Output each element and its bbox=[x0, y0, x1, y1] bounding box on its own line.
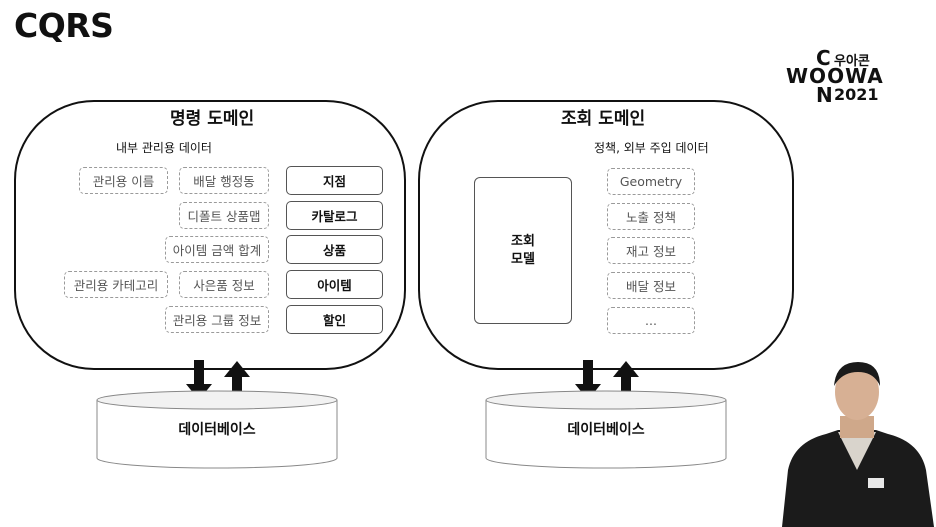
database-cylinder-right: 데이터베이스 bbox=[485, 390, 727, 470]
query-item: 배달 정보 bbox=[607, 272, 695, 299]
entity-box: 지점 bbox=[286, 166, 383, 195]
database-label: 데이터베이스 bbox=[485, 419, 727, 439]
dashed-item: 아이템 금액 합계 bbox=[165, 236, 269, 263]
command-domain-subtitle: 내부 관리용 데이터 bbox=[116, 139, 212, 156]
command-domain-title: 명령 도메인 bbox=[170, 104, 254, 129]
query-domain-title: 조회 도메인 bbox=[561, 104, 645, 129]
database-label: 데이터베이스 bbox=[96, 419, 338, 439]
query-item: ... bbox=[607, 307, 695, 334]
logo-year: 2021 bbox=[834, 85, 879, 104]
dashed-item: 관리용 이름 bbox=[79, 167, 168, 194]
query-item: Geometry bbox=[607, 168, 695, 195]
speaker-video bbox=[778, 360, 936, 527]
dashed-item: 관리용 카테고리 bbox=[64, 271, 168, 298]
query-item: 노출 정책 bbox=[607, 203, 695, 230]
dashed-item: 디폴트 상품맵 bbox=[179, 202, 269, 229]
logo-n: N bbox=[816, 83, 834, 107]
entity-box: 아이템 bbox=[286, 270, 383, 299]
query-model-label-2: 모델 bbox=[511, 251, 535, 269]
dashed-item: 사은품 정보 bbox=[179, 271, 269, 298]
dashed-item: 배달 행정동 bbox=[179, 167, 269, 194]
woowacon-logo: C 우아콘 WOOWA N 2021 bbox=[786, 46, 896, 106]
query-domain-subtitle: 정책, 외부 주입 데이터 bbox=[594, 139, 709, 156]
query-model-label-1: 조회 bbox=[511, 233, 535, 251]
entity-box: 카탈로그 bbox=[286, 201, 383, 230]
entity-box: 상품 bbox=[286, 235, 383, 264]
entity-box: 할인 bbox=[286, 305, 383, 334]
query-model-box: 조회 모델 bbox=[474, 177, 572, 324]
database-cylinder-left: 데이터베이스 bbox=[96, 390, 338, 470]
slide-title: CQRS bbox=[14, 6, 113, 45]
dashed-item: 관리용 그룹 정보 bbox=[165, 306, 269, 333]
query-item: 재고 정보 bbox=[607, 237, 695, 264]
